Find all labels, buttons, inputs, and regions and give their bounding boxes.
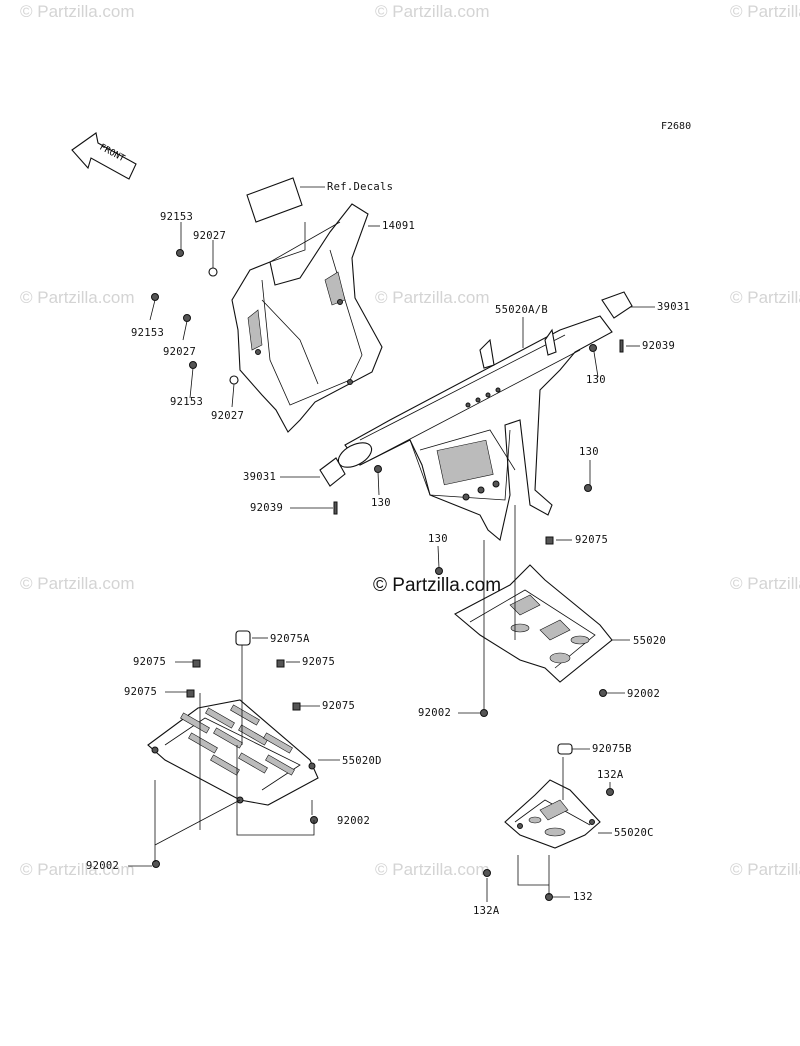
callout-55020: 55020 bbox=[633, 635, 667, 647]
callout-132A: 132A bbox=[597, 769, 624, 781]
watermark: © Partzilla.com bbox=[730, 2, 800, 21]
callout-92075: 92075 bbox=[575, 534, 609, 546]
watermark: © Partzilla.com bbox=[375, 288, 490, 307]
watermark: © Partzilla.com bbox=[20, 574, 135, 593]
frame-55020AB bbox=[337, 315, 613, 542]
watermark: © Partzilla.com bbox=[730, 288, 800, 307]
figure-code: F2680 bbox=[661, 121, 692, 132]
callout-92027: 92027 bbox=[193, 230, 227, 242]
callout-130: 130 bbox=[428, 533, 448, 545]
center-watermark: © Partzilla.com bbox=[373, 575, 502, 596]
callout-55020C: 55020C bbox=[614, 827, 654, 839]
watermark: © Partzilla.com bbox=[730, 574, 800, 593]
front-guard-14091 bbox=[231, 203, 383, 433]
callout-92002: 92002 bbox=[418, 707, 452, 719]
front-arrow-icon: FRONT bbox=[71, 132, 137, 180]
callout-92002: 92002 bbox=[627, 688, 661, 700]
end-cap-39031-left bbox=[319, 457, 346, 487]
callout-92027: 92027 bbox=[163, 346, 197, 358]
watermark: © Partzilla.com bbox=[375, 2, 490, 21]
callout-92027: 92027 bbox=[211, 410, 245, 422]
watermark: © Partzilla.com bbox=[20, 860, 135, 879]
end-cap-39031-right bbox=[601, 291, 633, 319]
callout-92153: 92153 bbox=[170, 396, 204, 408]
callout-92039: 92039 bbox=[642, 340, 676, 352]
callout-14091: 14091 bbox=[382, 220, 416, 232]
callout-ref-decals: Ref.Decals bbox=[327, 181, 394, 193]
watermark: © Partzilla.com bbox=[20, 288, 135, 307]
callout-92075A: 92075A bbox=[270, 633, 310, 645]
callout-55020AB: 55020A/B bbox=[495, 304, 548, 316]
callout-92075: 92075 bbox=[124, 686, 158, 698]
callout-92153: 92153 bbox=[160, 211, 194, 223]
callout-92002: 92002 bbox=[337, 815, 371, 827]
watermark: © Partzilla.com bbox=[375, 860, 490, 879]
callout-92075: 92075 bbox=[302, 656, 336, 668]
callout-132: 132 bbox=[573, 891, 593, 903]
watermark: © Partzilla.com bbox=[20, 2, 135, 21]
callout-39031: 39031 bbox=[243, 471, 277, 483]
leader-lines bbox=[128, 186, 655, 902]
decal-sheet bbox=[246, 177, 303, 223]
callout-92075: 92075 bbox=[133, 656, 167, 668]
watermark: © Partzilla.com bbox=[730, 860, 800, 879]
callout-130: 130 bbox=[579, 446, 599, 458]
callout-92153: 92153 bbox=[131, 327, 165, 339]
callout-55020D: 55020D bbox=[342, 755, 382, 767]
callout-39031: 39031 bbox=[657, 301, 691, 313]
fasteners bbox=[151, 249, 624, 901]
skid-plate-55020D bbox=[147, 699, 319, 806]
skid-plate-55020C bbox=[504, 779, 601, 849]
callout-130: 130 bbox=[586, 374, 606, 386]
callout-92075: 92075 bbox=[322, 700, 356, 712]
callout-92002: 92002 bbox=[86, 860, 120, 872]
callout-92075B: 92075B bbox=[592, 743, 632, 755]
callout-92039: 92039 bbox=[250, 502, 284, 514]
callout-130: 130 bbox=[371, 497, 391, 509]
callout-132A: 132A bbox=[473, 905, 500, 917]
